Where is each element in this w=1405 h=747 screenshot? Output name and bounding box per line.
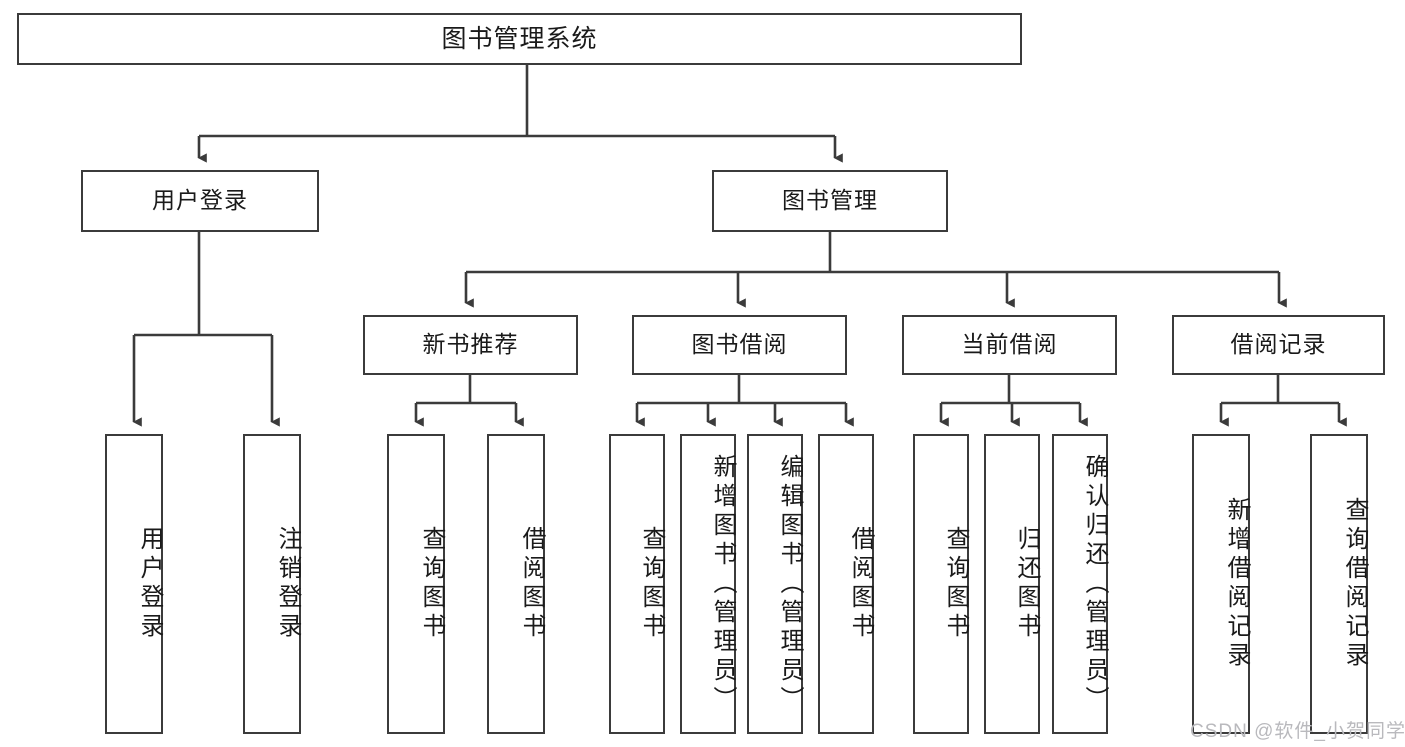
node-label: 查询图书 [418,526,445,642]
node-label: 新书推荐 [422,331,519,358]
node-leaf-query-book-3[interactable]: 查询图书 [913,434,969,734]
node-label: 用户登录 [136,526,163,642]
node-leaf-return-book[interactable]: 归还图书 [984,434,1040,734]
node-label: 查询借阅记录 [1341,497,1368,671]
node-leaf-confirm-return[interactable]: 确认归还（管理员） [1052,434,1108,734]
node-label: 归还图书 [1013,526,1040,642]
node-book-manage[interactable]: 图书管理 [712,170,948,232]
node-leaf-borrow-book-2[interactable]: 借阅图书 [818,434,874,734]
node-root[interactable]: 图书管理系统 [17,13,1022,65]
node-leaf-add-book[interactable]: 新增图书（管理员） [680,434,736,734]
node-borrow-record[interactable]: 借阅记录 [1172,315,1385,375]
node-new-book-rec[interactable]: 新书推荐 [363,315,578,375]
node-label: 图书借阅 [691,331,788,358]
node-current-borrow[interactable]: 当前借阅 [902,315,1117,375]
node-label: 新增图书（管理员） [709,453,736,715]
node-leaf-logout[interactable]: 注销登录 [243,434,301,734]
node-user-login[interactable]: 用户登录 [81,170,319,232]
node-leaf-edit-book[interactable]: 编辑图书（管理员） [747,434,803,734]
node-label: 借阅记录 [1230,331,1327,358]
node-label: 用户登录 [152,187,248,214]
node-label: 新增借阅记录 [1223,497,1250,671]
csdn-watermark: CSDN @软件_小贺同学 [1190,721,1405,742]
node-label: 确认归还（管理员） [1081,453,1108,715]
node-label: 借阅图书 [847,526,874,642]
node-label: 当前借阅 [961,331,1058,358]
node-leaf-add-record[interactable]: 新增借阅记录 [1192,434,1250,734]
node-label: 编辑图书（管理员） [776,453,803,715]
node-leaf-query-book-1[interactable]: 查询图书 [387,434,445,734]
node-leaf-borrow-book-1[interactable]: 借阅图书 [487,434,545,734]
node-book-borrow[interactable]: 图书借阅 [632,315,847,375]
node-label: 注销登录 [274,526,301,642]
node-label: 图书管理 [782,187,878,214]
node-leaf-query-record[interactable]: 查询借阅记录 [1310,434,1368,734]
node-label: 借阅图书 [518,526,545,642]
node-leaf-query-book-2[interactable]: 查询图书 [609,434,665,734]
node-leaf-user-login[interactable]: 用户登录 [105,434,163,734]
node-label: 查询图书 [942,526,969,642]
node-label: 查询图书 [638,526,665,642]
node-label: 图书管理系统 [441,25,598,53]
